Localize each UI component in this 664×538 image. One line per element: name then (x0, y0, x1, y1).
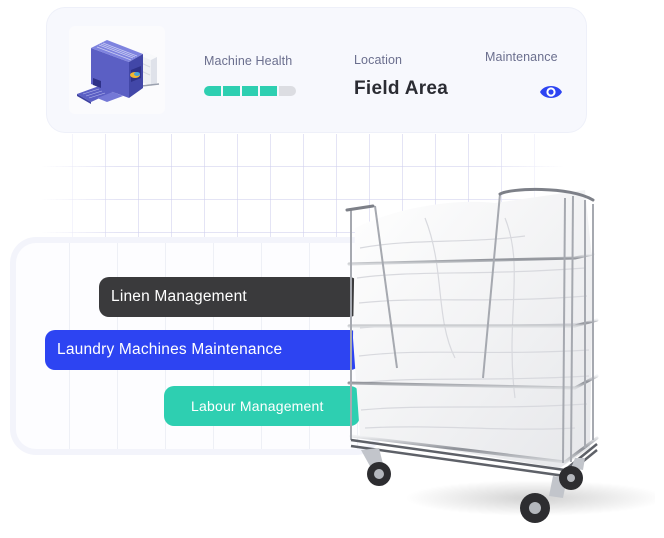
health-segment-filled (204, 86, 221, 96)
laundry-machines-maintenance-pill[interactable]: Laundry Machines Maintenance (45, 330, 360, 370)
health-segment-filled (241, 86, 259, 96)
eye-icon (540, 86, 562, 98)
laundry-cart-image (345, 187, 655, 523)
linen-management-label: Linen Management (111, 288, 247, 305)
labour-management-pill[interactable]: Labour Management (164, 386, 360, 426)
labour-management-label: Labour Management (191, 398, 324, 414)
health-segment-filled (260, 86, 278, 96)
laundry-machines-maintenance-label: Laundry Machines Maintenance (57, 341, 283, 358)
machine-status-card: Machine Health Location Field Area Maint… (47, 8, 586, 132)
laundry-machine-icon (77, 40, 160, 104)
linen-management-pill[interactable]: Linen Management (99, 277, 359, 317)
health-segment-filled (222, 86, 240, 96)
view-maintenance-button[interactable] (539, 83, 563, 101)
maintenance-label: Maintenance (485, 50, 558, 64)
machine-thumbnail (69, 26, 165, 114)
health-segment-empty (279, 86, 296, 96)
location-label: Location (354, 53, 403, 67)
machine-health-label: Machine Health (204, 54, 293, 68)
machine-health-bar (204, 86, 296, 96)
location-value: Field Area (354, 78, 449, 99)
